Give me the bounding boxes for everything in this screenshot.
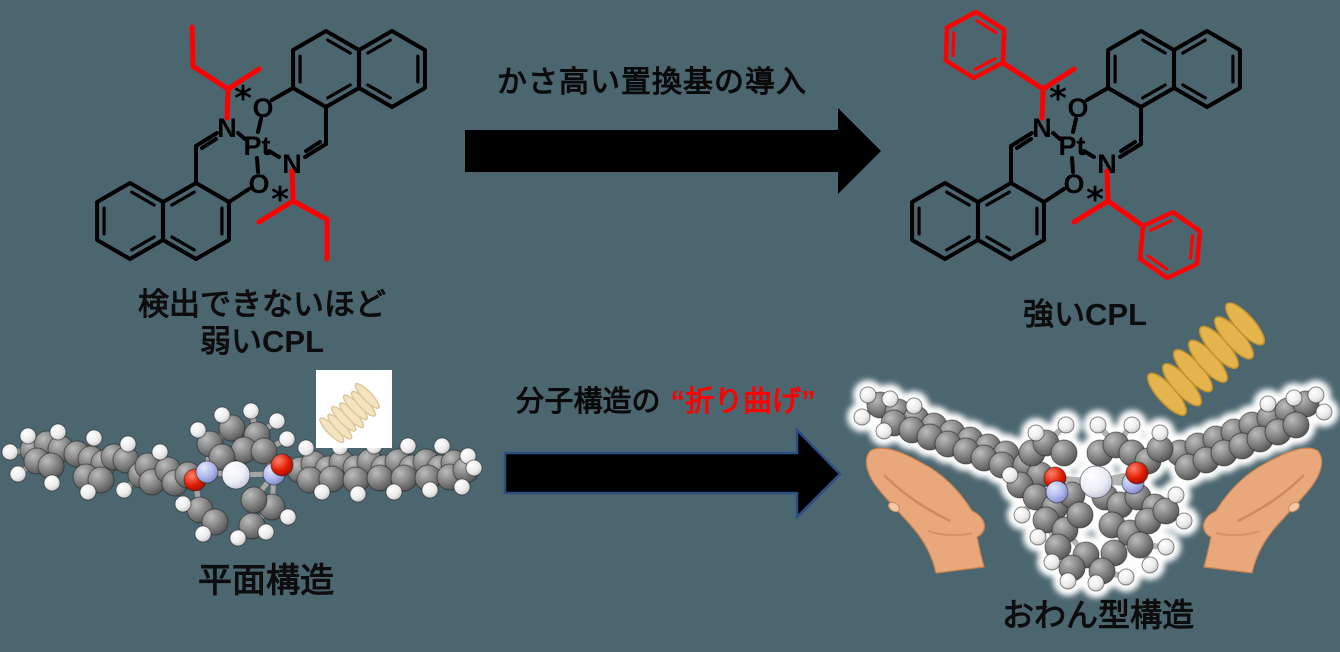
bond-layer	[910, 9, 1242, 281]
bottom-arrow-label-black: 分子構造の	[515, 386, 661, 418]
caption-line1: 検出できないほど	[138, 287, 386, 322]
spring-icon	[1146, 302, 1266, 416]
o-bottom-label: O	[248, 169, 269, 199]
hands-group	[865, 447, 1323, 574]
pt-label: Pt	[244, 131, 271, 161]
right-arrow-icon	[465, 108, 881, 194]
o-bottom-label: O	[1063, 169, 1084, 199]
right-arrow-outlined-icon	[503, 426, 842, 521]
caption-line2: 弱いCPL	[200, 323, 324, 359]
weak-cpl-caption: 検出できないほど 弱いCPL	[82, 287, 442, 360]
cupped-hand-right-icon	[1203, 447, 1323, 574]
top-arrow-label: かさ高い置換基の導入	[497, 66, 807, 99]
n-right-label: N	[1097, 149, 1117, 179]
n-left-label: N	[217, 113, 237, 143]
stereocenter-mark: *	[1086, 180, 1104, 220]
n-right-label: N	[282, 149, 302, 179]
o-top-label: O	[252, 93, 273, 123]
o-top-label: O	[1067, 93, 1088, 123]
atom-labels: Pt O N N O * *	[217, 79, 302, 220]
stereocenter-mark: *	[1049, 79, 1067, 119]
planar-molecule-3d	[1, 402, 483, 547]
stereocenter-mark: *	[271, 180, 289, 220]
planar-structure-caption: 平面構造	[198, 562, 334, 600]
bowl-structure-caption: おわん型構造	[1001, 597, 1194, 633]
spring-box	[316, 370, 392, 448]
pt-complex-phenylethyl-structure: Pt O N N O * *	[910, 9, 1242, 281]
pt-label: Pt	[1059, 131, 1086, 161]
n-left-label: N	[1032, 113, 1052, 143]
stereocenter-mark: *	[234, 79, 252, 119]
atom-labels: Pt O N N O * *	[1032, 79, 1117, 220]
bottom-arrow-label: 分子構造の “折り曲げ”	[468, 378, 863, 420]
pt-complex-secbutyl-structure: Pt O N N O * *	[95, 24, 427, 262]
strong-cpl-caption: 強いCPL	[1023, 297, 1147, 332]
bottom-arrow-label-red: “折り曲げ”	[670, 386, 816, 418]
cupped-hand-left-icon	[865, 447, 985, 574]
bond-layer	[95, 24, 427, 262]
bowl-molecule-3d	[847, 380, 1339, 598]
